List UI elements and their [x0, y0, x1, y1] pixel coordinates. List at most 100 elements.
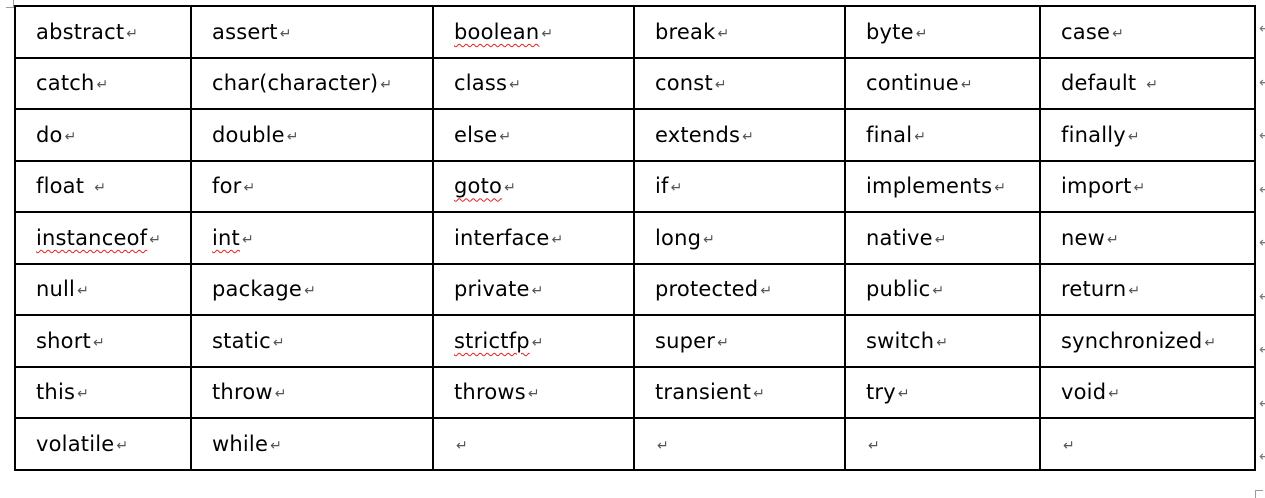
- table-cell[interactable]: void↵: [1039, 365, 1256, 419]
- table-cell[interactable]: private↵: [432, 262, 635, 316]
- table-cell[interactable]: double↵: [190, 108, 434, 162]
- table-cell[interactable]: do↵: [14, 108, 192, 162]
- keyword-text: boolean: [454, 19, 540, 44]
- table-cell[interactable]: interface↵: [432, 211, 635, 265]
- table-cell[interactable]: native↵: [844, 211, 1041, 265]
- table-cell[interactable]: try↵: [844, 365, 1041, 419]
- table-cell[interactable]: while↵: [190, 417, 434, 471]
- paragraph-mark-icon: ↵: [657, 437, 669, 454]
- table-cell[interactable]: ↵: [633, 417, 846, 471]
- keyword-text: protected: [655, 277, 759, 302]
- table-cell[interactable]: boolean↵: [432, 5, 635, 59]
- table-cell[interactable]: null↵: [14, 262, 192, 316]
- table-cell[interactable]: ↵: [844, 417, 1041, 471]
- keyword-text: throw: [212, 380, 273, 405]
- keyword-text: double: [212, 122, 285, 147]
- table-cell[interactable]: instanceof↵: [14, 211, 192, 265]
- table-cell[interactable]: volatile↵: [14, 417, 192, 471]
- paragraph-mark-icon: ↵: [286, 128, 299, 145]
- paragraph-mark-icon: ↵: [531, 283, 544, 300]
- table-cell[interactable]: const↵: [633, 56, 846, 110]
- paragraph-mark-icon: ↵: [960, 77, 973, 94]
- row-end-mark-icon: ↵: [1259, 449, 1265, 465]
- table-cell[interactable]: static↵: [190, 314, 434, 368]
- keyword-text: strictfp: [454, 328, 530, 353]
- table-cell[interactable]: super↵: [633, 314, 846, 368]
- keyword-text: native: [866, 225, 933, 250]
- table-cell[interactable]: package↵: [190, 262, 434, 316]
- table-cell[interactable]: transient↵: [633, 365, 846, 419]
- table-cell[interactable]: goto↵: [432, 159, 635, 213]
- table-row: catch↵char(character)↵class↵const↵contin…: [14, 56, 1256, 110]
- table-cell[interactable]: float↵: [14, 159, 192, 213]
- table-cell[interactable]: implements↵: [844, 159, 1041, 213]
- table-cell[interactable]: else↵: [432, 108, 635, 162]
- table-cell[interactable]: switch↵: [844, 314, 1041, 368]
- table-cell[interactable]: ↵: [1039, 417, 1256, 471]
- keyword-text: switch: [866, 328, 935, 353]
- keyword-text: final: [866, 122, 913, 147]
- table-cell[interactable]: byte↵: [844, 5, 1041, 59]
- table-cell[interactable]: public↵: [844, 262, 1041, 316]
- table-row: abstract↵assert↵boolean↵break↵byte↵case↵: [14, 5, 1256, 59]
- paragraph-mark-icon: ↵: [1107, 231, 1119, 248]
- table-cell[interactable]: import↵: [1039, 159, 1256, 213]
- paragraph-mark-icon: ↵: [1204, 334, 1217, 351]
- table-cell[interactable]: case↵: [1039, 5, 1256, 59]
- table-cell[interactable]: assert↵: [190, 5, 434, 59]
- table-row: null↵package↵private↵protected↵public↵re…: [14, 262, 1256, 316]
- table-row: volatile↵while↵↵↵↵↵: [14, 417, 1256, 471]
- keyword-text: volatile: [36, 431, 115, 456]
- table-cell[interactable]: class↵: [432, 56, 635, 110]
- table-cell[interactable]: long↵: [633, 211, 846, 265]
- keyword-text: if: [655, 174, 669, 199]
- table-cell[interactable]: new↵: [1039, 211, 1256, 265]
- keyword-text: public: [866, 277, 931, 302]
- keyword-text: case: [1061, 19, 1111, 44]
- paragraph-mark-icon: ↵: [94, 180, 107, 197]
- table-cell[interactable]: char(character)↵: [190, 56, 434, 110]
- table-cell[interactable]: finally↵: [1039, 108, 1256, 162]
- paragraph-mark-icon: ↵: [1133, 180, 1146, 197]
- keyword-text: goto: [454, 174, 503, 199]
- table-cell[interactable]: synchronized↵: [1039, 314, 1256, 368]
- paragraph-mark-icon: ↵: [380, 77, 393, 94]
- table-cell[interactable]: extends↵: [633, 108, 846, 162]
- paragraph-mark-icon: ↵: [77, 283, 90, 300]
- table-cell[interactable]: throw↵: [190, 365, 434, 419]
- table-cell[interactable]: if↵: [633, 159, 846, 213]
- row-end-mark-icon: ↵: [1259, 288, 1265, 305]
- table-cell[interactable]: return↵: [1039, 262, 1256, 316]
- paragraph-mark-icon: ↵: [509, 77, 522, 94]
- table-cell[interactable]: default↵: [1039, 56, 1256, 110]
- table-cell[interactable]: this↵: [14, 365, 192, 419]
- paragraph-mark-icon: ↵: [742, 128, 755, 145]
- paragraph-mark-icon: ↵: [541, 25, 554, 42]
- paragraph-mark-icon: ↵: [149, 231, 162, 248]
- table-cell[interactable]: for↵: [190, 159, 434, 213]
- keyword-text: new: [1061, 225, 1106, 250]
- keyword-text: import: [1061, 174, 1132, 199]
- keyword-text: this: [36, 380, 76, 405]
- table-cell[interactable]: protected↵: [633, 262, 846, 316]
- table-cell[interactable]: abstract↵: [14, 5, 192, 59]
- table-cell[interactable]: int↵: [190, 211, 434, 265]
- paragraph-mark-icon: ↵: [994, 180, 1007, 197]
- table-cell[interactable]: final↵: [844, 108, 1041, 162]
- paragraph-mark-icon: ↵: [1063, 437, 1075, 454]
- table-cell[interactable]: ↵: [432, 417, 635, 471]
- keyword-text: default: [1061, 71, 1137, 96]
- table-cell[interactable]: strictfp↵: [432, 314, 635, 368]
- table-cell[interactable]: throws↵: [432, 365, 635, 419]
- row-end-mark-icon: ↵: [1259, 74, 1265, 91]
- keyword-text: abstract: [36, 19, 125, 44]
- keyword-text: short: [36, 328, 91, 353]
- margin-corner-mark-top-left: [6, 0, 14, 8]
- table-cell[interactable]: break↵: [633, 5, 846, 59]
- table-cell[interactable]: continue↵: [844, 56, 1041, 110]
- keyword-text: assert: [212, 19, 278, 44]
- paragraph-mark-icon: ↵: [531, 334, 544, 351]
- paragraph-mark-icon: ↵: [243, 180, 256, 197]
- table-cell[interactable]: short↵: [14, 314, 192, 368]
- table-cell[interactable]: catch↵: [14, 56, 192, 110]
